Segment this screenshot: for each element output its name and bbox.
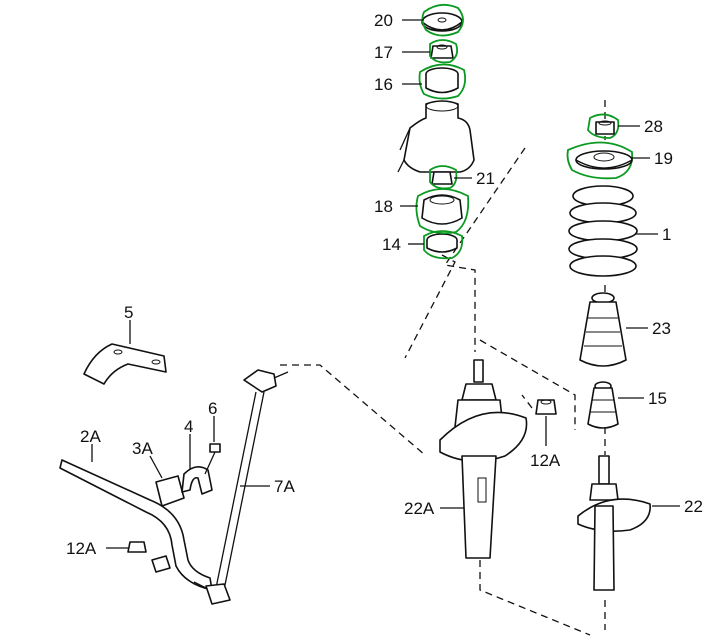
bushing-part-3a xyxy=(155,475,185,507)
highlight-outlines xyxy=(415,3,634,260)
callout-12a-right: 12A xyxy=(530,451,561,470)
coil-spring-part-1 xyxy=(568,185,638,277)
callout-6: 6 xyxy=(208,399,217,418)
bump-stop-part-15 xyxy=(587,381,619,429)
right-strut-assembly xyxy=(568,120,651,591)
callout-21: 21 xyxy=(476,169,495,188)
callout-16: 16 xyxy=(374,75,393,94)
strut-part-22 xyxy=(577,455,651,591)
top-mount-assembly xyxy=(397,12,475,253)
callout-5: 5 xyxy=(124,303,133,322)
callout-22: 22 xyxy=(684,497,703,516)
callout-22a: 22A xyxy=(404,499,435,518)
callout-2a: 2A xyxy=(80,427,101,446)
clamp-part-4 xyxy=(181,466,213,495)
callout-3a: 3A xyxy=(132,439,153,458)
callout-4: 4 xyxy=(184,417,193,436)
nut-part-21 xyxy=(431,171,453,185)
nut-part-17 xyxy=(430,45,454,59)
nut-part-12a-left xyxy=(127,541,147,553)
bracket-part-5 xyxy=(83,343,167,385)
callout-20: 20 xyxy=(374,11,393,30)
callout-18: 18 xyxy=(374,197,393,216)
callout-15: 15 xyxy=(648,389,667,408)
bolt-part-6 xyxy=(209,443,221,453)
callout-19: 19 xyxy=(654,149,673,168)
strut-tower-body xyxy=(403,100,475,173)
stabilizer-linkage xyxy=(59,343,289,605)
spring-seat-part-19 xyxy=(575,150,633,170)
coupling-rod-part-7a xyxy=(193,369,289,605)
callout-12a-left: 12A xyxy=(66,539,97,558)
callout-28: 28 xyxy=(644,117,663,136)
bump-stop-boot-part-23 xyxy=(579,292,627,367)
callout-labels: 20 17 16 21 18 14 28 19 1 23 15 22 22A 1… xyxy=(66,11,703,558)
callout-17: 17 xyxy=(374,43,393,62)
callout-14: 14 xyxy=(382,235,401,254)
rubber-mount-part-18 xyxy=(421,194,463,225)
callout-7a: 7A xyxy=(274,477,295,496)
assembly-dashed-lines xyxy=(280,100,606,636)
leader-lines xyxy=(91,19,680,549)
nut-part-12a-right xyxy=(535,399,557,415)
callout-23: 23 xyxy=(652,319,671,338)
callout-1: 1 xyxy=(662,225,671,244)
strut-part-22a xyxy=(439,359,528,559)
